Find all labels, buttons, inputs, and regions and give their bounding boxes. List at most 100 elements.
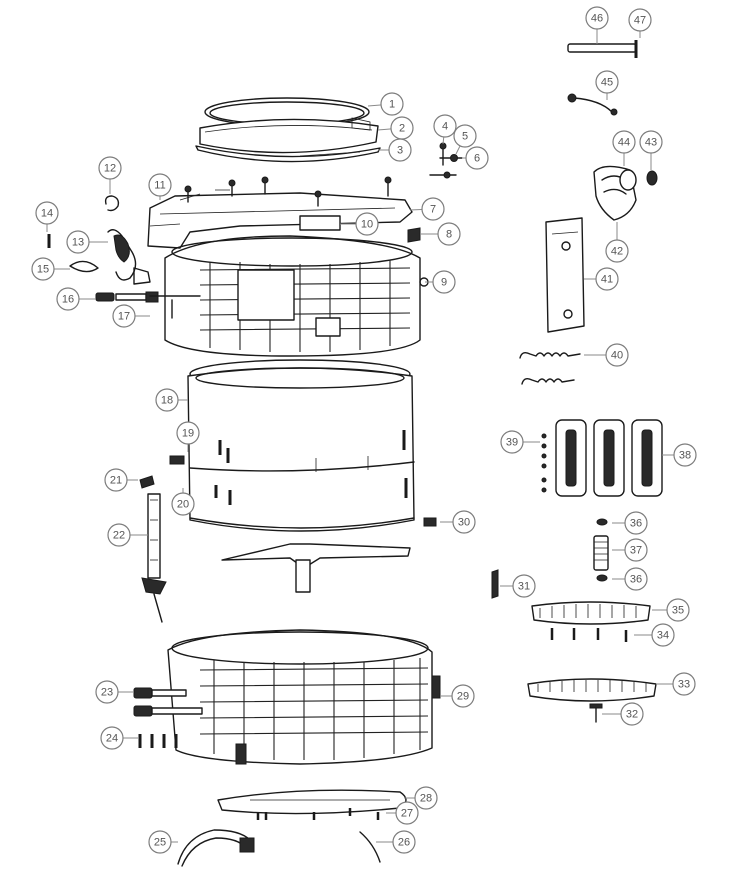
callout-number: 39 <box>506 437 518 449</box>
callout-number: 1 <box>389 99 395 111</box>
callout-8: 8 <box>420 222 461 246</box>
callout-number: 8 <box>446 229 452 241</box>
callout-circle <box>465 146 489 170</box>
callout-circle <box>380 92 404 116</box>
callout-23: 23 <box>95 680 134 704</box>
callout-43: 43 <box>639 130 663 170</box>
callout-15: 15 <box>31 257 70 281</box>
callout-9: 9 <box>425 270 456 294</box>
outer-tub-upper <box>147 176 429 357</box>
callout-number: 18 <box>161 395 173 407</box>
callout-circle <box>605 343 629 367</box>
callout-number: 37 <box>630 545 642 557</box>
callout-13: 13 <box>66 230 108 254</box>
callout-circle <box>595 70 619 94</box>
callout-circle <box>624 538 648 562</box>
callout-6: 6 <box>462 146 489 170</box>
callout-4: 4 <box>433 114 457 145</box>
callout-circle <box>639 130 663 154</box>
callout-circle <box>432 270 456 294</box>
callout-number: 10 <box>361 219 373 231</box>
callout-number: 31 <box>518 581 530 593</box>
callout-circle <box>500 430 524 454</box>
callout-39: 39 <box>500 430 540 454</box>
callout-42: 42 <box>605 222 629 263</box>
callout-2: 2 <box>377 116 414 140</box>
callout-24: 24 <box>100 726 138 750</box>
callout-44: 44 <box>612 130 636 166</box>
callout-46: 46 <box>585 6 609 44</box>
callout-circle <box>355 212 379 236</box>
callout-circle <box>98 156 122 180</box>
callout-number: 3 <box>397 145 403 157</box>
callout-number: 47 <box>634 15 646 27</box>
callout-21: 21 <box>104 468 138 492</box>
callout-circle <box>148 173 172 197</box>
callout-circle <box>395 801 419 825</box>
callout-circle <box>31 257 55 281</box>
tub-cover-ring <box>195 97 381 163</box>
callout-number: 25 <box>154 837 166 849</box>
callout-circle <box>388 138 412 162</box>
callout-circle <box>107 523 131 547</box>
callout-number: 32 <box>626 709 638 721</box>
callout-number: 35 <box>672 605 684 617</box>
callout-layer: 1234567891011121314151617181920212223242… <box>31 6 697 854</box>
callout-3: 3 <box>378 138 412 162</box>
callout-number: 14 <box>41 208 53 220</box>
callout-circle <box>585 6 609 30</box>
callout-circle <box>155 388 179 412</box>
callout-22: 22 <box>107 523 148 547</box>
callout-number: 33 <box>678 679 690 691</box>
callout-number: 40 <box>611 350 623 362</box>
callout-circle <box>171 492 195 516</box>
callout-16: 16 <box>56 287 96 311</box>
callout-circle <box>421 197 445 221</box>
callout-12: 12 <box>98 156 122 194</box>
callout-circle <box>624 567 648 591</box>
callout-number: 7 <box>430 204 436 216</box>
callout-number: 19 <box>182 428 194 440</box>
callout-number: 29 <box>457 691 469 703</box>
callout-circle <box>651 623 675 647</box>
callout-number: 12 <box>104 163 116 175</box>
right-side-parts <box>491 40 663 723</box>
callout-circle <box>437 222 461 246</box>
callout-circle <box>605 239 629 263</box>
callout-number: 43 <box>645 137 657 149</box>
callout-10: 10 <box>340 212 379 236</box>
callout-circle <box>673 443 697 467</box>
callout-36: 36 <box>612 567 648 591</box>
callout-27: 27 <box>386 801 419 825</box>
inner-drum <box>169 359 437 593</box>
callout-40: 40 <box>584 343 629 367</box>
callout-circle <box>620 702 644 726</box>
callout-35: 35 <box>652 598 690 622</box>
callout-number: 6 <box>474 153 480 165</box>
callout-19: 19 <box>176 421 200 452</box>
callout-17: 17 <box>112 304 150 328</box>
outer-tub-lower <box>133 629 441 765</box>
callout-number: 41 <box>601 274 613 286</box>
callout-number: 28 <box>420 793 432 805</box>
callout-number: 21 <box>110 475 122 487</box>
callout-circle <box>100 726 124 750</box>
callout-circle <box>392 830 416 854</box>
callout-circle <box>453 124 477 148</box>
callout-36: 36 <box>612 511 648 535</box>
callout-circle <box>148 830 172 854</box>
callout-number: 11 <box>154 180 165 192</box>
callout-38: 38 <box>662 443 697 467</box>
callout-31: 31 <box>500 574 536 598</box>
callout-number: 44 <box>618 137 630 149</box>
callout-circle <box>414 786 438 810</box>
callout-47: 47 <box>628 8 652 38</box>
callout-circle <box>672 672 696 696</box>
callout-number: 38 <box>679 450 691 462</box>
callout-number: 23 <box>101 687 113 699</box>
callout-32: 32 <box>602 702 644 726</box>
screw-set-top-right <box>429 142 463 179</box>
callout-11: 11 <box>148 173 172 200</box>
callout-41: 41 <box>584 267 619 291</box>
